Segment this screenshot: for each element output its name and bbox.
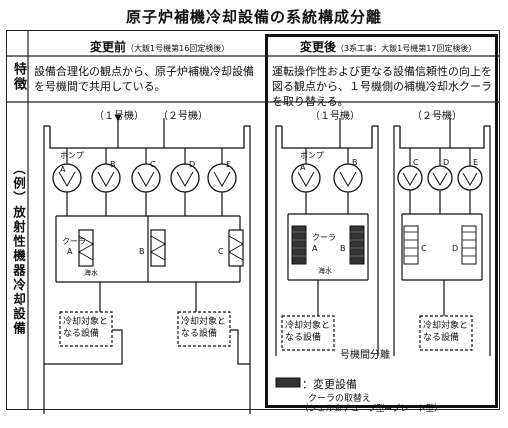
after-pump-b-label: B — [352, 158, 358, 167]
legend-note2: （シェル＆チューブ型→プレート型） — [300, 404, 443, 414]
cooler-c — [228, 229, 244, 267]
comparison-table — [6, 30, 500, 410]
before-target2: 冷却対象となる設備 — [181, 317, 227, 339]
before-description: 設備合理化の観点から、原子炉補機冷却設備を号機間で共用している。 — [34, 65, 254, 93]
before-unit2: （２号機） — [158, 111, 208, 122]
after-cooler-a — [291, 225, 307, 265]
after-pump-d-label: D — [443, 158, 450, 167]
before-note: （大飯1号機第16回定検後） — [126, 44, 230, 53]
after-target2: 冷却対象となる設備 — [423, 321, 469, 343]
pump-e-label: E — [226, 160, 232, 169]
before-cooler-label: クーラ — [62, 237, 86, 246]
after-cooler-label: クーラ — [312, 233, 336, 242]
pump-b — [91, 163, 121, 193]
pump-d-label: D — [189, 160, 196, 169]
pump-c-label: C — [150, 160, 156, 169]
after-pump-a — [291, 163, 321, 193]
after-pump-a-label: A — [300, 163, 306, 172]
after-pump-label: ポンプ — [300, 151, 324, 160]
before-target1: 冷却対象となる設備 — [63, 317, 109, 339]
pump-b-label: B — [110, 160, 116, 169]
after-label: 変更後 — [300, 40, 337, 54]
cooler-b — [150, 229, 166, 267]
legend-swatch — [275, 377, 301, 388]
after-note: （3系工事：大飯1号機第17回定検後） — [336, 44, 477, 53]
before-pump-label: ポンプ — [60, 151, 84, 160]
after-cooler-b-label: B — [340, 244, 346, 253]
after-pump-e — [457, 165, 483, 191]
after-pump-c-label: C — [413, 158, 419, 167]
after-pump-c — [397, 165, 423, 191]
after-cooler-d-label: D — [452, 244, 459, 253]
cooler-c-label: C — [218, 247, 224, 256]
legend-note1: クーラの取替え — [308, 394, 372, 404]
cooler-b-label: B — [139, 247, 145, 256]
after-column-frame — [265, 34, 498, 408]
before-unit1: （１号機） — [94, 111, 144, 122]
before-seawater: 海水 — [84, 269, 98, 277]
page-title: 原子炉補機冷却設備の系統構成分離 — [125, 8, 382, 26]
after-cooler-b — [349, 225, 365, 265]
after-seawater: 海水 — [318, 267, 332, 275]
feature-row-label: 特徴 — [11, 62, 26, 92]
after-pump-d — [427, 165, 453, 191]
legend-label: ：変更設備 — [302, 378, 357, 391]
after-header: 変更後（3系工事：大飯1号機第17回定検後） — [300, 38, 476, 55]
after-pump-b — [333, 163, 363, 193]
after-target1: 冷却対象となる設備 — [285, 321, 331, 343]
pump-a-label: A — [60, 165, 66, 174]
pump-e — [207, 163, 237, 193]
cooler-a — [78, 229, 94, 267]
before-header: 変更前（大飯1号機第16回定検後） — [90, 38, 229, 55]
after-cooler-a-label: A — [312, 244, 318, 253]
after-cooler-c-label: C — [421, 244, 427, 253]
after-pump-e-label: E — [473, 158, 479, 167]
after-unit2: （２号機） — [412, 111, 462, 122]
pump-c — [131, 163, 161, 193]
pump-d — [170, 163, 200, 193]
pump-a — [52, 163, 82, 193]
after-description: 運転操作性および更なる設備信頼性の向上を図る観点から、１号機側の補機冷却水クーラ… — [272, 65, 492, 108]
after-cooler-d — [461, 225, 477, 265]
after-unit1: （１号機） — [310, 111, 360, 122]
unit-separation: 号機間分離 — [340, 350, 390, 361]
after-cooler-c — [403, 225, 419, 265]
example-row-label: （例）放射性機器冷却設備 — [11, 162, 26, 336]
before-label: 変更前 — [90, 40, 127, 54]
cooler-a-label: A — [67, 247, 73, 256]
